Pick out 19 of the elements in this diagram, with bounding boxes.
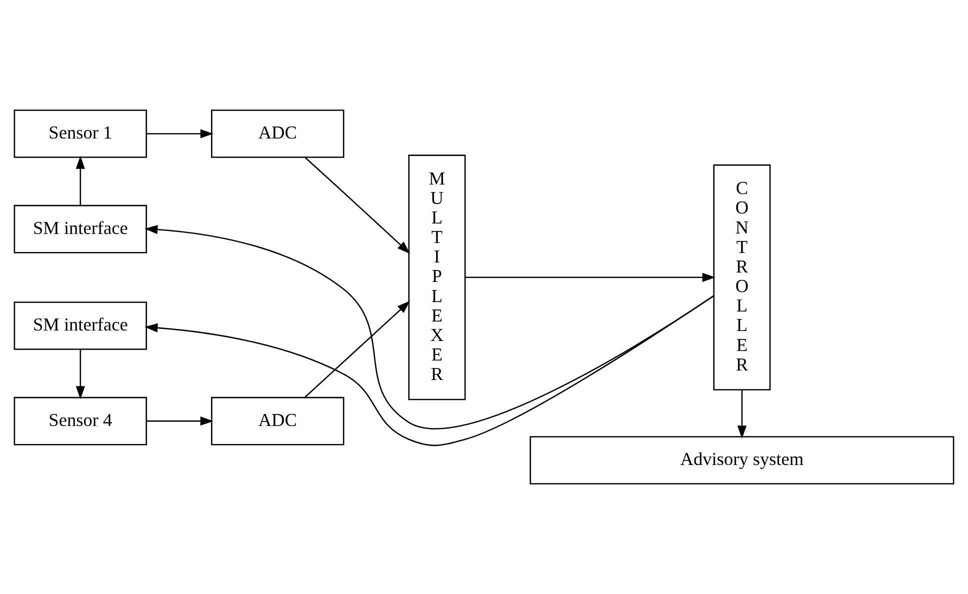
node-box: Sensor 1 <box>14 110 148 158</box>
node-box: SM interface <box>14 302 148 350</box>
node-box: Advisory system <box>530 436 954 484</box>
arrow <box>144 295 714 446</box>
node-box: CONTROLLER <box>713 164 771 390</box>
arrow <box>465 272 716 282</box>
arrow <box>76 156 85 206</box>
node-box: ADC <box>211 110 344 158</box>
arrow <box>144 224 714 429</box>
node-box: ADC <box>211 396 344 446</box>
node-box: Sensor 4 <box>14 396 148 446</box>
arrow <box>146 129 214 138</box>
arrow <box>737 390 747 439</box>
node-box: SM interface <box>14 204 148 254</box>
arrow <box>304 157 410 254</box>
node-box: MULTIPLEXER <box>408 154 466 400</box>
arrow <box>76 350 85 400</box>
arrow <box>146 416 214 426</box>
arrow <box>304 300 410 398</box>
